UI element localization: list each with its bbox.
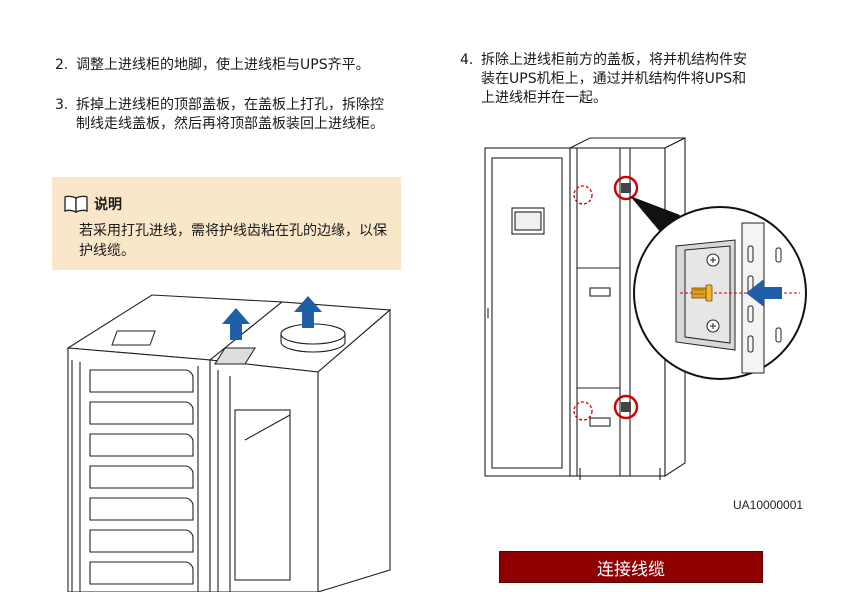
step-number: 4. [460,52,474,68]
note-title: 说明 [94,197,122,213]
callout-circle [613,175,639,420]
figure-caption: UA10000001 [733,498,804,512]
note-box: 说明 若采用打孔进线，需将护线齿粘在孔的边缘，以保护线缆。 [52,177,401,270]
connect-cables-button[interactable]: 连接线缆 [499,551,763,583]
cabinet-top-illustration [66,294,392,592]
step-text: 拆掉上进线柜的顶部盖板，在盖板上打孔，拆除控 制线走线盖板，然后再将顶部盖板装回… [76,97,384,132]
cabinet-front-illustration [484,137,807,480]
step-number: 2. [55,57,69,73]
note-body: 若采用打孔进线，需将护线齿粘在孔的边缘，以保护线缆。 [79,223,387,259]
step-text: 拆除上进线柜前方的盖板，将并机结构件安 装在UPS机柜上，通过并机结构件将UPS… [481,52,747,106]
up-arrow-icon [222,296,322,340]
book-icon [64,195,88,213]
step-number: 3. [55,97,69,113]
left-arrow-icon [746,279,782,307]
step-text: 调整上进线柜的地脚，使上进线柜与UPS齐平。 [76,57,370,73]
